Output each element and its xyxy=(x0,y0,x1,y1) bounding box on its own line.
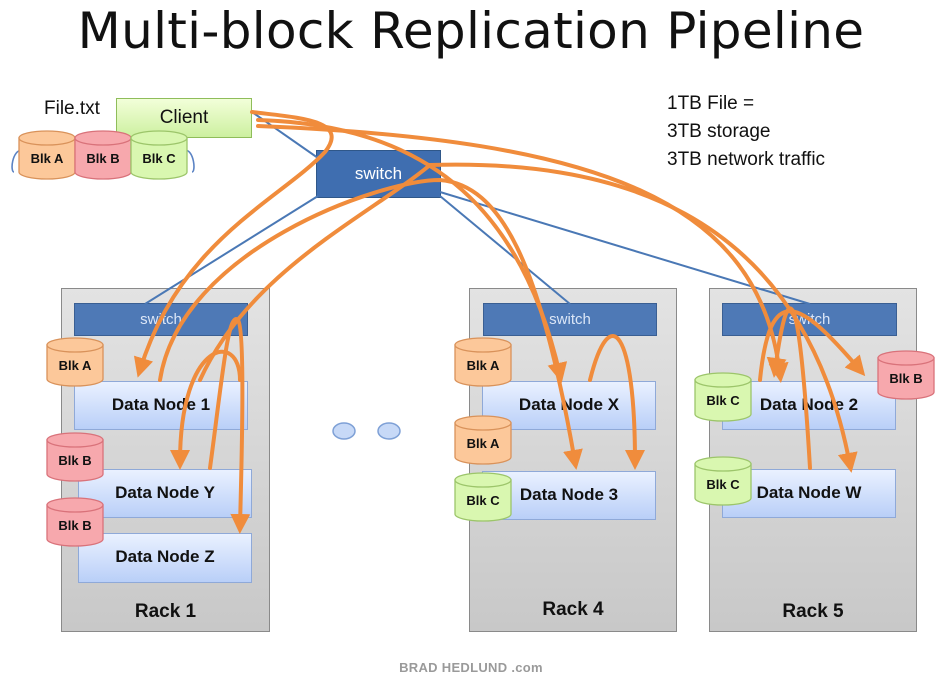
blk-c-cylinder: Blk C xyxy=(454,472,512,522)
blk-c-cylinder: Blk C xyxy=(694,456,752,506)
block-cylinders: Blk A Blk B Blk C Blk A Blk B Blk B Blk A Blk A… xyxy=(18,130,935,547)
rack-4-label: Rack 4 xyxy=(542,599,604,620)
blk-a-cylinder: Blk A xyxy=(454,337,512,387)
blk-c-label: Blk C xyxy=(706,477,740,492)
data-node-z: Data Node Z xyxy=(78,533,252,583)
rack-1-label: Rack 1 xyxy=(134,601,197,622)
arrow-node1-to-node3 xyxy=(158,177,583,470)
blk-b-label: Blk B xyxy=(58,518,91,533)
arrow-node1-to-nodey xyxy=(170,349,242,470)
data-node-y: Data Node Y xyxy=(78,469,252,518)
arrow-nodex-to-node3 xyxy=(588,333,645,470)
blk-b-cylinder: Blk B xyxy=(877,350,935,400)
rack-5-label: Rack 5 xyxy=(782,601,844,622)
blk-a-cylinder: Blk A xyxy=(454,415,512,465)
arrow-client-to-nodex xyxy=(256,118,568,383)
replication-arrows xyxy=(133,110,866,534)
blk-a-cylinder: Blk A xyxy=(18,130,76,180)
blk-b-cylinder: Blk B xyxy=(46,432,104,482)
arrow-node2-to-nodew xyxy=(198,162,858,473)
page-title: Multi-block Replication Pipeline xyxy=(77,2,865,60)
ellipsis-dot-1 xyxy=(332,422,356,440)
footer-brand: BRAD HEDLUND .com xyxy=(399,660,543,675)
blk-c-label: Blk C xyxy=(466,493,500,508)
blk-c-label: Blk C xyxy=(706,393,740,408)
network-links xyxy=(144,111,811,305)
note-line-3: 3TB network traffic xyxy=(667,149,826,170)
file-label: File.txt xyxy=(44,98,100,119)
link-switch-rack5 xyxy=(439,191,811,305)
link-switch-rack1 xyxy=(144,195,319,305)
client-box: Client xyxy=(116,98,252,138)
blk-a-cylinder: Blk A xyxy=(46,337,104,387)
blk-a-label: Blk A xyxy=(467,436,500,451)
arrow-nodew-to-node2 xyxy=(766,306,812,470)
note-line-1: 1TB File = xyxy=(667,93,755,114)
note-line-2: 3TB storage xyxy=(667,121,771,142)
blk-b-label: Blk B xyxy=(889,371,922,386)
blk-b-cylinder: Blk B xyxy=(74,130,132,180)
blk-b-label: Blk B xyxy=(58,453,91,468)
arrow-client-to-node1 xyxy=(133,110,334,378)
storage-note: 1TB File = 3TB storage 3TB network traff… xyxy=(667,90,825,174)
blk-b-cylinder: Blk B xyxy=(46,497,104,547)
link-switch-rack4 xyxy=(439,195,571,305)
arrow-nodey-to-nodez xyxy=(208,317,251,534)
blk-c-cylinder: Blk C xyxy=(130,130,188,180)
rack-4-switch: switch xyxy=(483,303,657,336)
blk-a-label: Blk A xyxy=(31,151,64,166)
blk-a-label: Blk A xyxy=(467,358,500,373)
blk-c-cylinder: Blk C xyxy=(694,372,752,422)
arrow-client-to-node2 xyxy=(256,124,789,383)
blk-b-label: Blk B xyxy=(86,151,119,166)
blk-c-label: Blk C xyxy=(142,151,176,166)
blk-a-label: Blk A xyxy=(59,358,92,373)
ellipsis-dot-2 xyxy=(377,422,401,440)
